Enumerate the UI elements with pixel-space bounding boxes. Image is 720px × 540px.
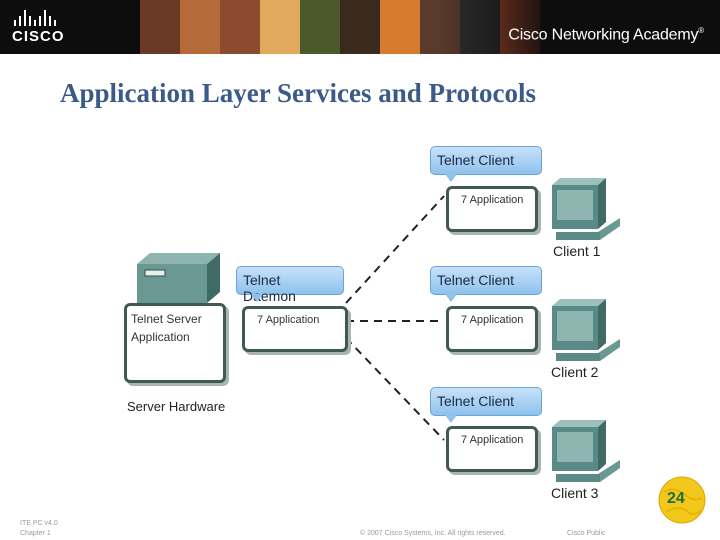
footer-chapter: Chapter 1 [20, 530, 51, 537]
link-client-3 [345, 337, 445, 441]
page-number: 24 [667, 490, 685, 507]
cisco-bars-icon [14, 10, 72, 26]
telnet-client-callout-2: Telnet Client [430, 266, 542, 302]
page-badge-icon [658, 476, 706, 524]
telnet-daemon-callout: Telnet Daemon [236, 266, 344, 304]
server-tower-icon [137, 253, 220, 303]
header-banner: CISCO Cisco Networking Academy® [0, 0, 720, 54]
computer-icon-client-3 [552, 420, 620, 482]
client-1-application-layer-box: 7 Application [446, 186, 538, 232]
telnet-server-application-box: Telnet Server Application [124, 303, 226, 383]
telnet-client-callout-3: Telnet Client [430, 387, 542, 423]
footer-copyright: © 2007 Cisco Systems, Inc. All rights re… [360, 530, 506, 537]
academy-wordmark: Cisco Networking Academy® [508, 26, 704, 44]
client-2-application-layer-box: 7 Application [446, 306, 538, 352]
telnet-client-callout-1: Telnet Client [430, 146, 542, 182]
slide-title: Application Layer Services and Protocols [60, 78, 536, 108]
computer-icon-client-1 [552, 178, 620, 240]
computer-icon-client-2 [552, 299, 620, 361]
footer-course: ITE PC v4.0 [20, 520, 58, 527]
footer-classification: Cisco Public [567, 530, 606, 537]
link-client-1 [345, 195, 445, 304]
cisco-logo: CISCO [12, 10, 72, 46]
server-application-layer-box: 7 Application [242, 306, 348, 352]
client-2-label: Client 2 [551, 364, 599, 380]
server-hardware-label: Server Hardware [127, 399, 226, 414]
client-3-label: Client 3 [551, 485, 599, 501]
client-1-label: Client 1 [553, 243, 601, 259]
client-3-application-layer-box: 7 Application [446, 426, 538, 472]
cisco-wordmark: CISCO [12, 28, 65, 45]
